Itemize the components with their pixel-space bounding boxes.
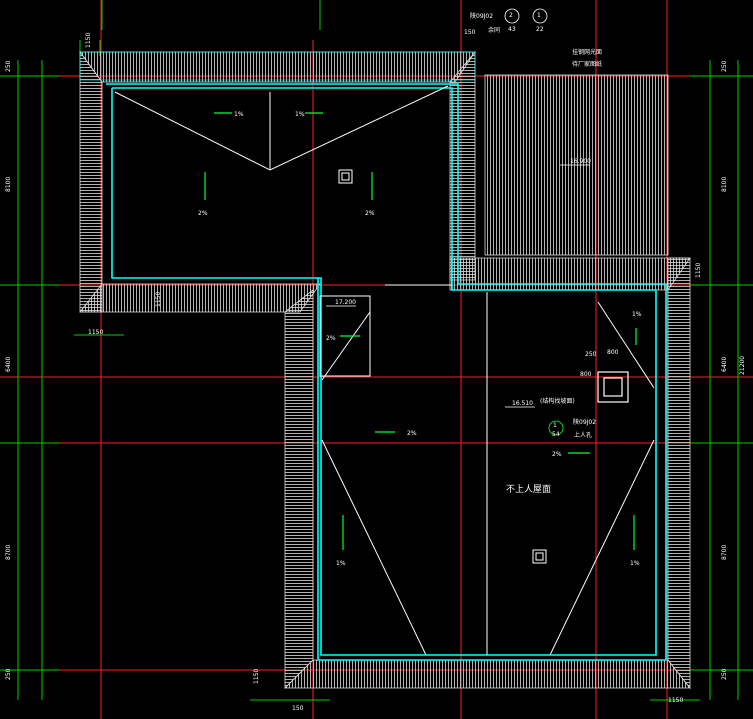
slope-arrows (204, 112, 637, 550)
callout-c-num: 1 (553, 422, 557, 429)
note-line2: 待厂家图纸 (572, 60, 602, 68)
dim-right: 250 (721, 60, 728, 72)
dim-right-total: 21200 (739, 356, 746, 375)
dim-label: 800 (607, 349, 619, 356)
dim-label: 250 (585, 351, 597, 358)
dim-label: 800 (580, 371, 592, 378)
slope-label: 1% (632, 311, 642, 318)
dim-misc: 1150 (88, 329, 103, 336)
roof-hatch-label: 上人孔 (574, 431, 592, 439)
slope-label: 1% (630, 560, 640, 567)
callout-a-num: 2 (509, 12, 513, 19)
dim-right: 1150 (695, 263, 702, 278)
roof-name-label: 不上人屋面 (506, 484, 551, 495)
slope-label: 1% (336, 560, 346, 567)
top-ref-label: 陕09J02 (470, 12, 493, 20)
slope-label: 2% (552, 451, 562, 458)
callout-b-num: 1 (537, 12, 541, 19)
dim-misc: 1150 (668, 697, 683, 704)
dim-left: 8100 (5, 177, 12, 192)
callout-b-sub: 22 (536, 26, 544, 33)
dimension-lines (0, 0, 753, 701)
note-line1: 挂钢网光面 (572, 48, 602, 56)
dim-right: 250 (721, 668, 728, 680)
callout-circle-a (504, 8, 520, 24)
roof-ridges (114, 85, 655, 656)
dim-left: 8700 (5, 545, 12, 560)
dim-misc: 1150 (155, 292, 162, 307)
slope-label: 2% (365, 210, 375, 217)
dim-misc: 1150 (253, 669, 260, 684)
elevation-label: 16.900 (570, 158, 591, 165)
callout-circle-c (548, 420, 564, 436)
callout-a-sub: 43 (508, 26, 516, 33)
drain-icons (338, 169, 547, 564)
structure-note: (结构找坡面) (540, 397, 575, 405)
dim-misc: 1150 (85, 33, 92, 48)
mid-ref-label: 陕09J02 (573, 418, 596, 426)
callout-circle-b (532, 8, 548, 24)
dim-misc: 150 (292, 705, 304, 712)
wall-outlines (79, 51, 667, 661)
top-sub-label: 余同 (488, 26, 500, 34)
slope-label: 1% (295, 111, 305, 118)
dim-left: 6400 (5, 357, 12, 372)
dim-left: 250 (5, 60, 12, 72)
elevation-label: 17.200 (335, 299, 356, 306)
elevation-label: 16.510 (512, 400, 533, 407)
dim-left: 250 (5, 668, 12, 680)
slope-label: 2% (407, 430, 417, 437)
slope-label: 1% (234, 111, 244, 118)
callout-c-sub: 54 (552, 431, 560, 438)
slope-label: 2% (198, 210, 208, 217)
dim-right: 8100 (721, 177, 728, 192)
dim-right: 6400 (721, 357, 728, 372)
roof-hatch-icon (597, 371, 629, 403)
dim-right: 8700 (721, 545, 728, 560)
slope-label: 2% (326, 335, 336, 342)
top-dim-label: 150 (464, 29, 476, 36)
